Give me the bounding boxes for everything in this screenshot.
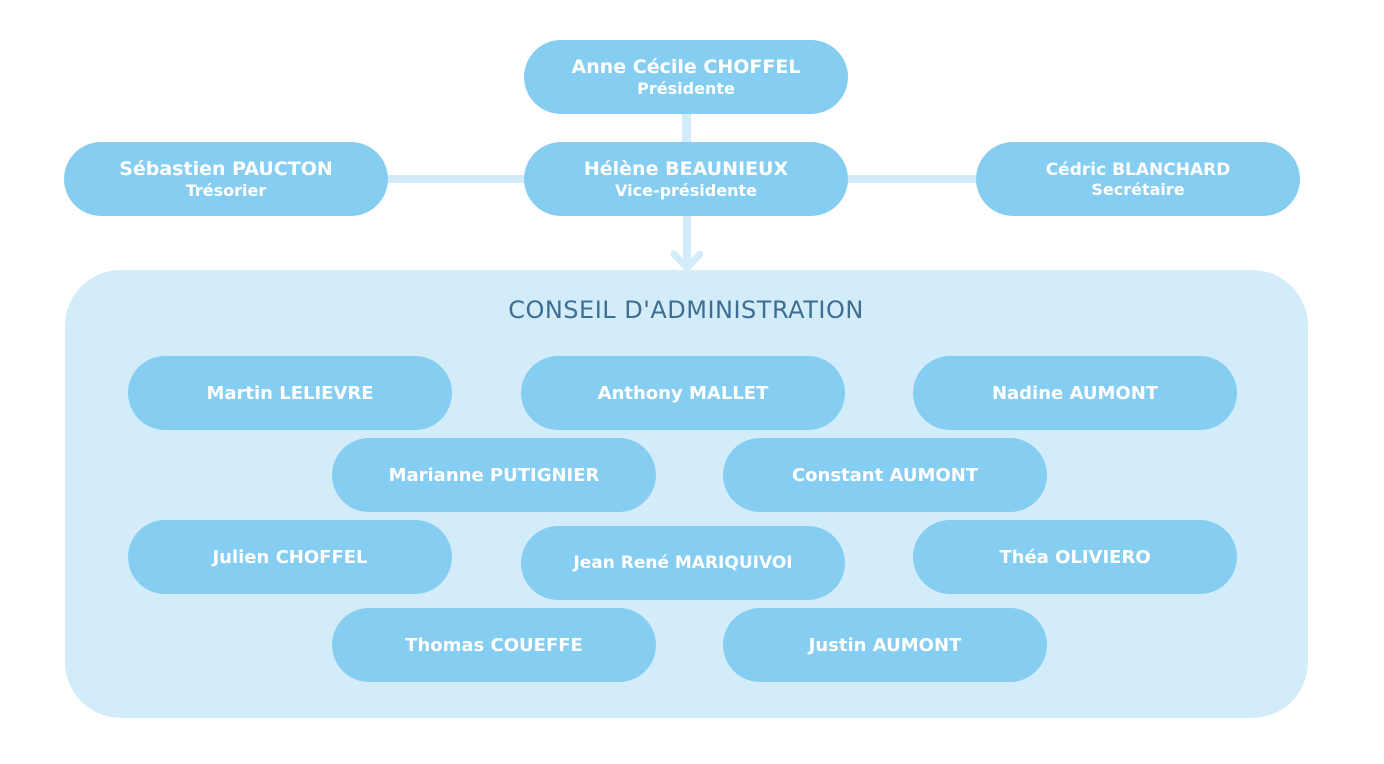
member-name: Thomas COUEFFE	[405, 634, 583, 656]
board-container	[65, 270, 1308, 718]
board-member: Anthony MALLET	[521, 356, 845, 430]
president-name: Anne Cécile CHOFFEL	[571, 56, 801, 78]
board-member: Constant AUMONT	[723, 438, 1047, 512]
connector-vice-secretary	[846, 175, 980, 183]
connector-treasurer-vice	[386, 175, 528, 183]
member-name: Théa OLIVIERO	[999, 546, 1151, 568]
vice-president-name: Hélène BEAUNIEUX	[583, 158, 789, 180]
treasurer-node: Sébastien PAUCTON Trésorier	[64, 142, 388, 216]
secretary-name: Cédric BLANCHARD	[1045, 159, 1231, 180]
member-name: Marianne PUTIGNIER	[388, 464, 600, 486]
arrow-down-icon	[671, 212, 703, 272]
board-member: Thomas COUEFFE	[332, 608, 656, 682]
member-name: Constant AUMONT	[791, 464, 979, 486]
vice-president-node: Hélène BEAUNIEUX Vice-présidente	[524, 142, 848, 216]
secretary-node: Cédric BLANCHARD Secrétaire	[976, 142, 1300, 216]
board-member: Martin LELIEVRE	[128, 356, 452, 430]
president-node: Anne Cécile CHOFFEL Présidente	[524, 40, 848, 114]
board-member: Marianne PUTIGNIER	[332, 438, 656, 512]
board-member: Nadine AUMONT	[913, 356, 1237, 430]
member-name: Anthony MALLET	[597, 382, 769, 404]
secretary-role: Secrétaire	[1091, 179, 1185, 199]
treasurer-role: Trésorier	[185, 181, 267, 200]
board-member: Jean René MARIQUIVOI	[521, 526, 845, 600]
board-member: Julien CHOFFEL	[128, 520, 452, 594]
board-member: Justin AUMONT	[723, 608, 1047, 682]
president-role: Présidente	[637, 79, 735, 98]
connector-president-vice	[682, 112, 691, 146]
member-name: Nadine AUMONT	[991, 382, 1159, 404]
board-title: CONSEIL D'ADMINISTRATION	[508, 296, 864, 324]
board-member: Théa OLIVIERO	[913, 520, 1237, 594]
member-name: Julien CHOFFEL	[212, 546, 368, 568]
member-name: Justin AUMONT	[808, 634, 962, 656]
treasurer-name: Sébastien PAUCTON	[119, 158, 333, 180]
vice-president-role: Vice-présidente	[615, 181, 757, 200]
member-name: Jean René MARIQUIVOI	[573, 553, 793, 573]
member-name: Martin LELIEVRE	[206, 382, 374, 404]
